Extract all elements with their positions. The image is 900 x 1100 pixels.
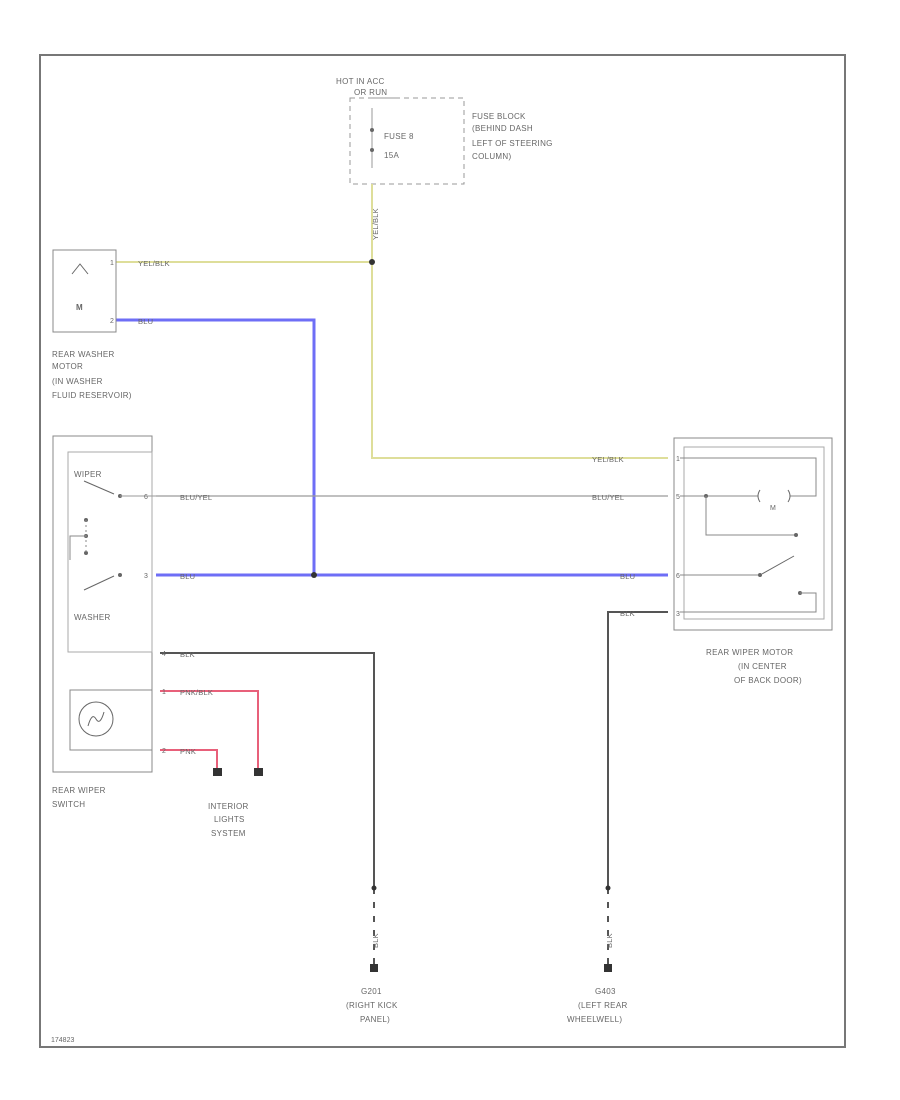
motor-pin-1: 1 [676, 456, 680, 463]
fuse-block-label-1: FUSE BLOCK [472, 112, 526, 121]
wire-label-yel-blk-washer: YEL/BLK [138, 259, 170, 268]
switch-wiper-label: WIPER [74, 470, 102, 479]
wire-pnk [160, 749, 218, 770]
washer-motor-label-4: FLUID RESERVOIR) [52, 391, 132, 400]
ground-g201-terminal [370, 964, 378, 972]
wire-label-blu-yel-motor: BLU/YEL [592, 493, 624, 502]
switch-pin-4: 4 [162, 651, 166, 658]
wiper-switch-label-2: SWITCH [52, 800, 85, 809]
wiper-switch-label-1: REAR WIPER [52, 786, 106, 795]
wire-blu-washer [116, 318, 316, 575]
fuse-rating: 15A [384, 151, 399, 160]
ground-g201-label-1: G201 [361, 987, 382, 996]
interior-lights-terminal-2 [254, 768, 263, 776]
switch-pin-1: 1 [162, 689, 166, 696]
switch-pin-6: 6 [144, 494, 148, 501]
fuse-block-label-3: LEFT OF STEERING [472, 139, 553, 148]
splice-blue [311, 572, 317, 578]
fuse-block: HOT IN ACC OR RUN FUSE 8 15A FUSE BLOCK … [336, 77, 553, 185]
fuse-block-label-2: (BEHIND DASH [472, 124, 533, 133]
washer-pin-2: 2 [110, 318, 114, 325]
wire-label-yel-blk-fuse: YEL/BLK [371, 208, 380, 240]
interior-lights-label-1: INTERIOR [208, 802, 249, 811]
rear-wiper-motor: 1 5 6 3 M REAR WIPER MOTOR (IN CENTER OF… [673, 437, 833, 685]
wiper-motor-label-3: OF BACK DOOR) [734, 676, 802, 685]
wire-label-blu-washer: BLU [138, 317, 153, 326]
rear-wiper-switch: WIPER WASHER 6 3 4 1 2 REAR WIPER SWITCH [52, 435, 166, 809]
wire-pnk-blk [160, 690, 259, 770]
ground-g403-label-3: WHEELWELL) [567, 1015, 622, 1024]
switch-washer-label: WASHER [74, 613, 111, 622]
washer-motor-label-1: REAR WASHER [52, 350, 115, 359]
motor-pin-3: 3 [676, 611, 680, 618]
washer-pin-1: 1 [110, 260, 114, 267]
wiper-motor-m: M [770, 505, 776, 512]
wire-label-blk-g403: BLK [605, 933, 614, 948]
ground-g201-label-3: PANEL) [360, 1015, 390, 1024]
interior-lights-terminal-1 [213, 768, 222, 776]
ground-g403-terminal [604, 964, 612, 972]
wiper-motor-label-1: REAR WIPER MOTOR [706, 648, 793, 657]
fuse-hot-label-1: HOT IN ACC [336, 77, 385, 86]
wiper-motor-label-2: (IN CENTER [738, 662, 787, 671]
motor-pin-5: 5 [676, 494, 680, 501]
wiper-motor-m-symbol [757, 489, 791, 503]
fuse-hot-label-2: OR RUN [354, 88, 387, 97]
interior-lights-label-2: LIGHTS [214, 815, 245, 824]
ground-g201-label-2: (RIGHT KICK [346, 1001, 398, 1010]
switch-pin-3: 3 [144, 573, 148, 580]
wire-label-yel-blk-motor: YEL/BLK [592, 455, 624, 464]
washer-pump-symbol [71, 263, 89, 275]
ground-g403-label-2: (LEFT REAR [578, 1001, 628, 1010]
washer-motor-label-3: (IN WASHER [52, 377, 103, 386]
splice-yellow [369, 259, 375, 265]
wire-label-blu-yel-switch: BLU/YEL [180, 493, 212, 502]
figure-id: 174823 [51, 1037, 74, 1044]
switch-pin-2: 2 [162, 748, 166, 755]
rear-washer-motor: M 1 2 REAR WASHER MOTOR (IN WASHER FLUID… [52, 249, 132, 400]
wire-blk-switch [160, 652, 375, 888]
washer-motor-m: M [76, 303, 83, 312]
fuse-name: FUSE 8 [384, 132, 414, 141]
switch-illumination-bulb-icon [78, 701, 114, 737]
wire-blk-motor [607, 611, 668, 888]
interior-lights-label-3: SYSTEM [211, 829, 246, 838]
wire-label-blu-switch: BLU [180, 572, 195, 581]
wire-label-blk-switch: BLK [180, 650, 195, 659]
wire-label-blu-motor: BLU [620, 572, 635, 581]
motor-pin-6: 6 [676, 573, 680, 580]
washer-motor-label-2: MOTOR [52, 362, 83, 371]
wire-label-blk-g201: BLK [371, 933, 380, 948]
diagram-frame [39, 54, 846, 1048]
wire-label-blk-motor: BLK [620, 609, 635, 618]
wire-yel-blk-motor [371, 262, 668, 459]
wire-label-pnk: PNK [180, 747, 196, 756]
ground-g403-label-1: G403 [595, 987, 616, 996]
wire-label-pnk-blk: PNK/BLK [180, 688, 213, 697]
fuse-block-label-4: COLUMN) [472, 152, 511, 161]
